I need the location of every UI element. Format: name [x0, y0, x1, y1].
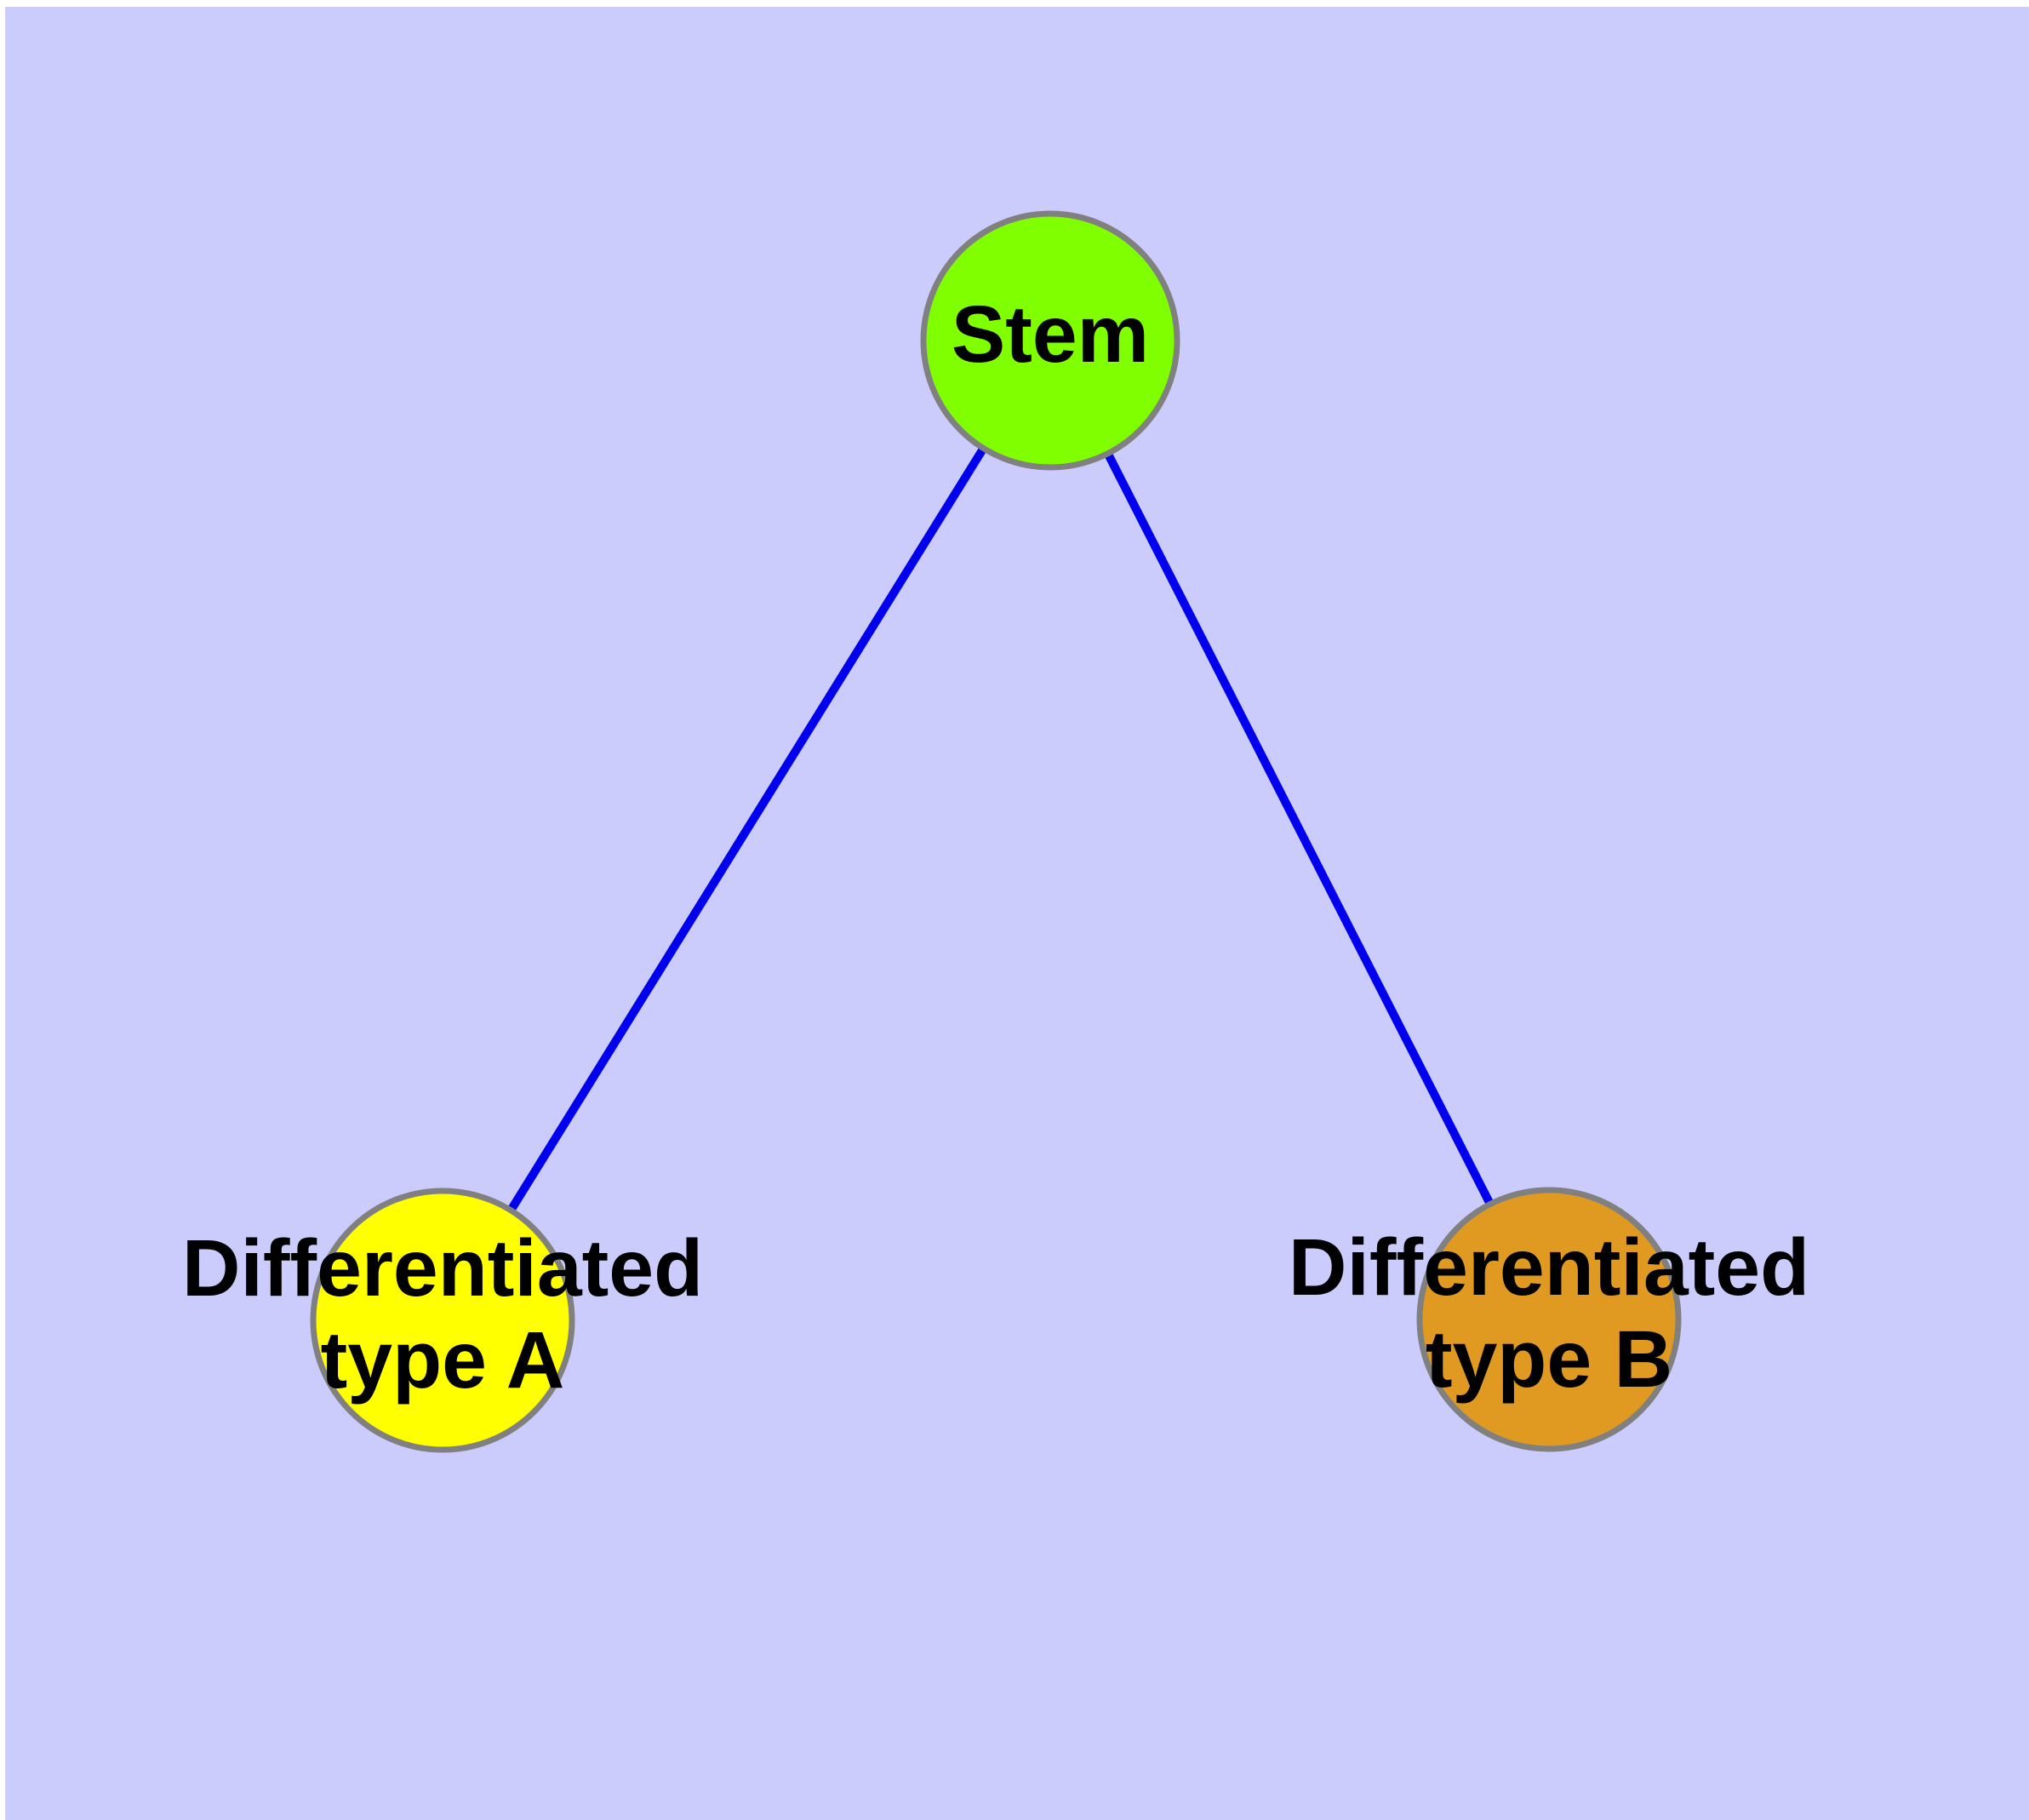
node-differentiated-type-b-label-line-1: Differentiated: [1289, 1222, 1809, 1313]
nodes-layer: Stem Differentiated type A Differentiate…: [182, 210, 1809, 1453]
node-stem-circle[interactable]: [920, 210, 1180, 471]
node-differentiated-type-b-circle[interactable]: [1416, 1187, 1682, 1452]
edge-stem-to-differentiated-type-b[interactable]: [1046, 338, 1495, 1206]
node-stem-label-line-1: Stem: [952, 289, 1149, 380]
node-differentiated-type-b[interactable]: Differentiated type B: [1289, 1187, 1809, 1452]
edges-layer: [506, 338, 1495, 1213]
edge-stem-to-differentiated-type-a[interactable]: [506, 338, 1055, 1213]
node-differentiated-type-a-circle[interactable]: [310, 1188, 575, 1453]
node-differentiated-type-b-label-line-2: type B: [1426, 1314, 1672, 1405]
node-differentiated-type-a[interactable]: Differentiated type A: [182, 1188, 703, 1453]
node-differentiated-type-a-label-line-2: type A: [321, 1315, 565, 1405]
node-stem[interactable]: Stem: [920, 210, 1180, 471]
node-differentiated-type-a-label-line-1: Differentiated: [182, 1223, 703, 1313]
